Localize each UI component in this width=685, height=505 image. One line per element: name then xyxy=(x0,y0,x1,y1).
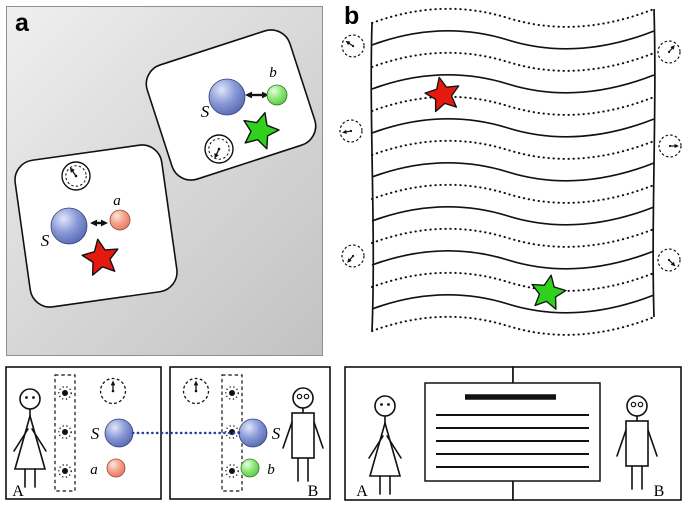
clock-icon xyxy=(341,34,365,58)
clock-icon xyxy=(61,161,91,191)
red-star-icon xyxy=(424,76,460,113)
observer-b-figure xyxy=(616,395,658,490)
lab-top-contents: S b xyxy=(201,65,288,164)
clock-hand xyxy=(214,147,221,159)
sheet-left-edge xyxy=(370,22,375,332)
green-star-icon xyxy=(243,111,280,150)
particle-a-label: a xyxy=(113,193,121,209)
worldline-solid xyxy=(371,74,655,94)
bottom-right-canvas: A B xyxy=(344,366,682,501)
worldline-dotted xyxy=(371,7,655,28)
clock-hand xyxy=(110,380,116,392)
clock-hand xyxy=(193,380,199,392)
particle-a-sphere xyxy=(106,458,126,478)
clock-icon xyxy=(341,244,365,268)
observer-a-figure xyxy=(368,395,402,495)
system-label: S xyxy=(272,424,281,443)
red-star-icon xyxy=(81,238,119,276)
eye xyxy=(630,401,637,408)
clock-icon xyxy=(658,134,682,158)
worldline-dotted xyxy=(371,183,655,204)
panel-b-label: b xyxy=(344,2,360,30)
worldline-solid xyxy=(371,30,655,50)
system-sphere xyxy=(208,78,246,116)
worldline-sheet xyxy=(370,7,656,336)
channel-strip xyxy=(54,374,76,492)
particle-a-label: a xyxy=(90,462,98,478)
worldline-dotted xyxy=(371,95,655,116)
clock-icon xyxy=(204,134,234,164)
particle-b-sphere xyxy=(266,84,288,106)
eye xyxy=(32,396,35,399)
system-sphere xyxy=(50,207,88,245)
eye xyxy=(637,401,644,408)
panel-a-canvas: S b xyxy=(14,29,317,308)
lab-bottom xyxy=(14,144,178,308)
panel-a: a S xyxy=(6,6,323,356)
worldline-dotted xyxy=(371,227,655,248)
bottom-left-canvas: A S a S b xyxy=(5,366,331,500)
worldline-solid xyxy=(371,294,655,314)
system-label: S xyxy=(201,102,210,121)
worldline-solid xyxy=(371,162,655,182)
eye xyxy=(296,393,303,400)
panel-b-canvas xyxy=(339,7,682,336)
particle-b-label: b xyxy=(267,462,275,478)
message-document xyxy=(424,382,601,482)
particle-b-label: b xyxy=(269,65,277,81)
observer-a-label: A xyxy=(12,483,24,500)
worldline-solid xyxy=(371,118,655,138)
worldline-dotted xyxy=(371,51,655,72)
worldline-solid xyxy=(371,206,655,226)
clock-icon xyxy=(99,377,127,405)
worldline-dotted xyxy=(371,139,655,160)
clock-icon xyxy=(182,377,210,405)
lab-bottom-contents: S a xyxy=(41,161,131,276)
clock-icon xyxy=(657,248,681,272)
green-star-icon xyxy=(531,274,567,310)
observer-b-label: B xyxy=(654,483,665,500)
worldline-solid xyxy=(371,250,655,270)
system-sphere xyxy=(104,418,134,448)
eye xyxy=(303,393,310,400)
observer-b-figure xyxy=(282,387,324,482)
panel-a-label: a xyxy=(15,9,29,37)
clock-icon xyxy=(657,40,681,64)
eye xyxy=(387,403,390,406)
observer-b-label: B xyxy=(308,483,319,500)
observer-a-figure xyxy=(13,388,47,488)
double-arrow-icon xyxy=(245,91,269,99)
observer-a-label: A xyxy=(356,483,368,500)
system-sphere xyxy=(238,418,268,448)
worldline-dotted xyxy=(371,271,655,292)
double-arrow-icon xyxy=(90,219,108,227)
sheet-right-edge xyxy=(652,8,656,318)
particle-a-sphere xyxy=(109,209,131,231)
particle-b-sphere xyxy=(240,458,260,478)
worldline-dotted xyxy=(371,315,655,336)
eye xyxy=(25,396,28,399)
lab-bottom-boundary xyxy=(14,144,178,308)
system-label: S xyxy=(91,424,100,443)
clock-hand xyxy=(69,167,78,178)
clock-icon xyxy=(339,119,363,143)
eye xyxy=(380,403,383,406)
system-label: S xyxy=(41,231,50,250)
